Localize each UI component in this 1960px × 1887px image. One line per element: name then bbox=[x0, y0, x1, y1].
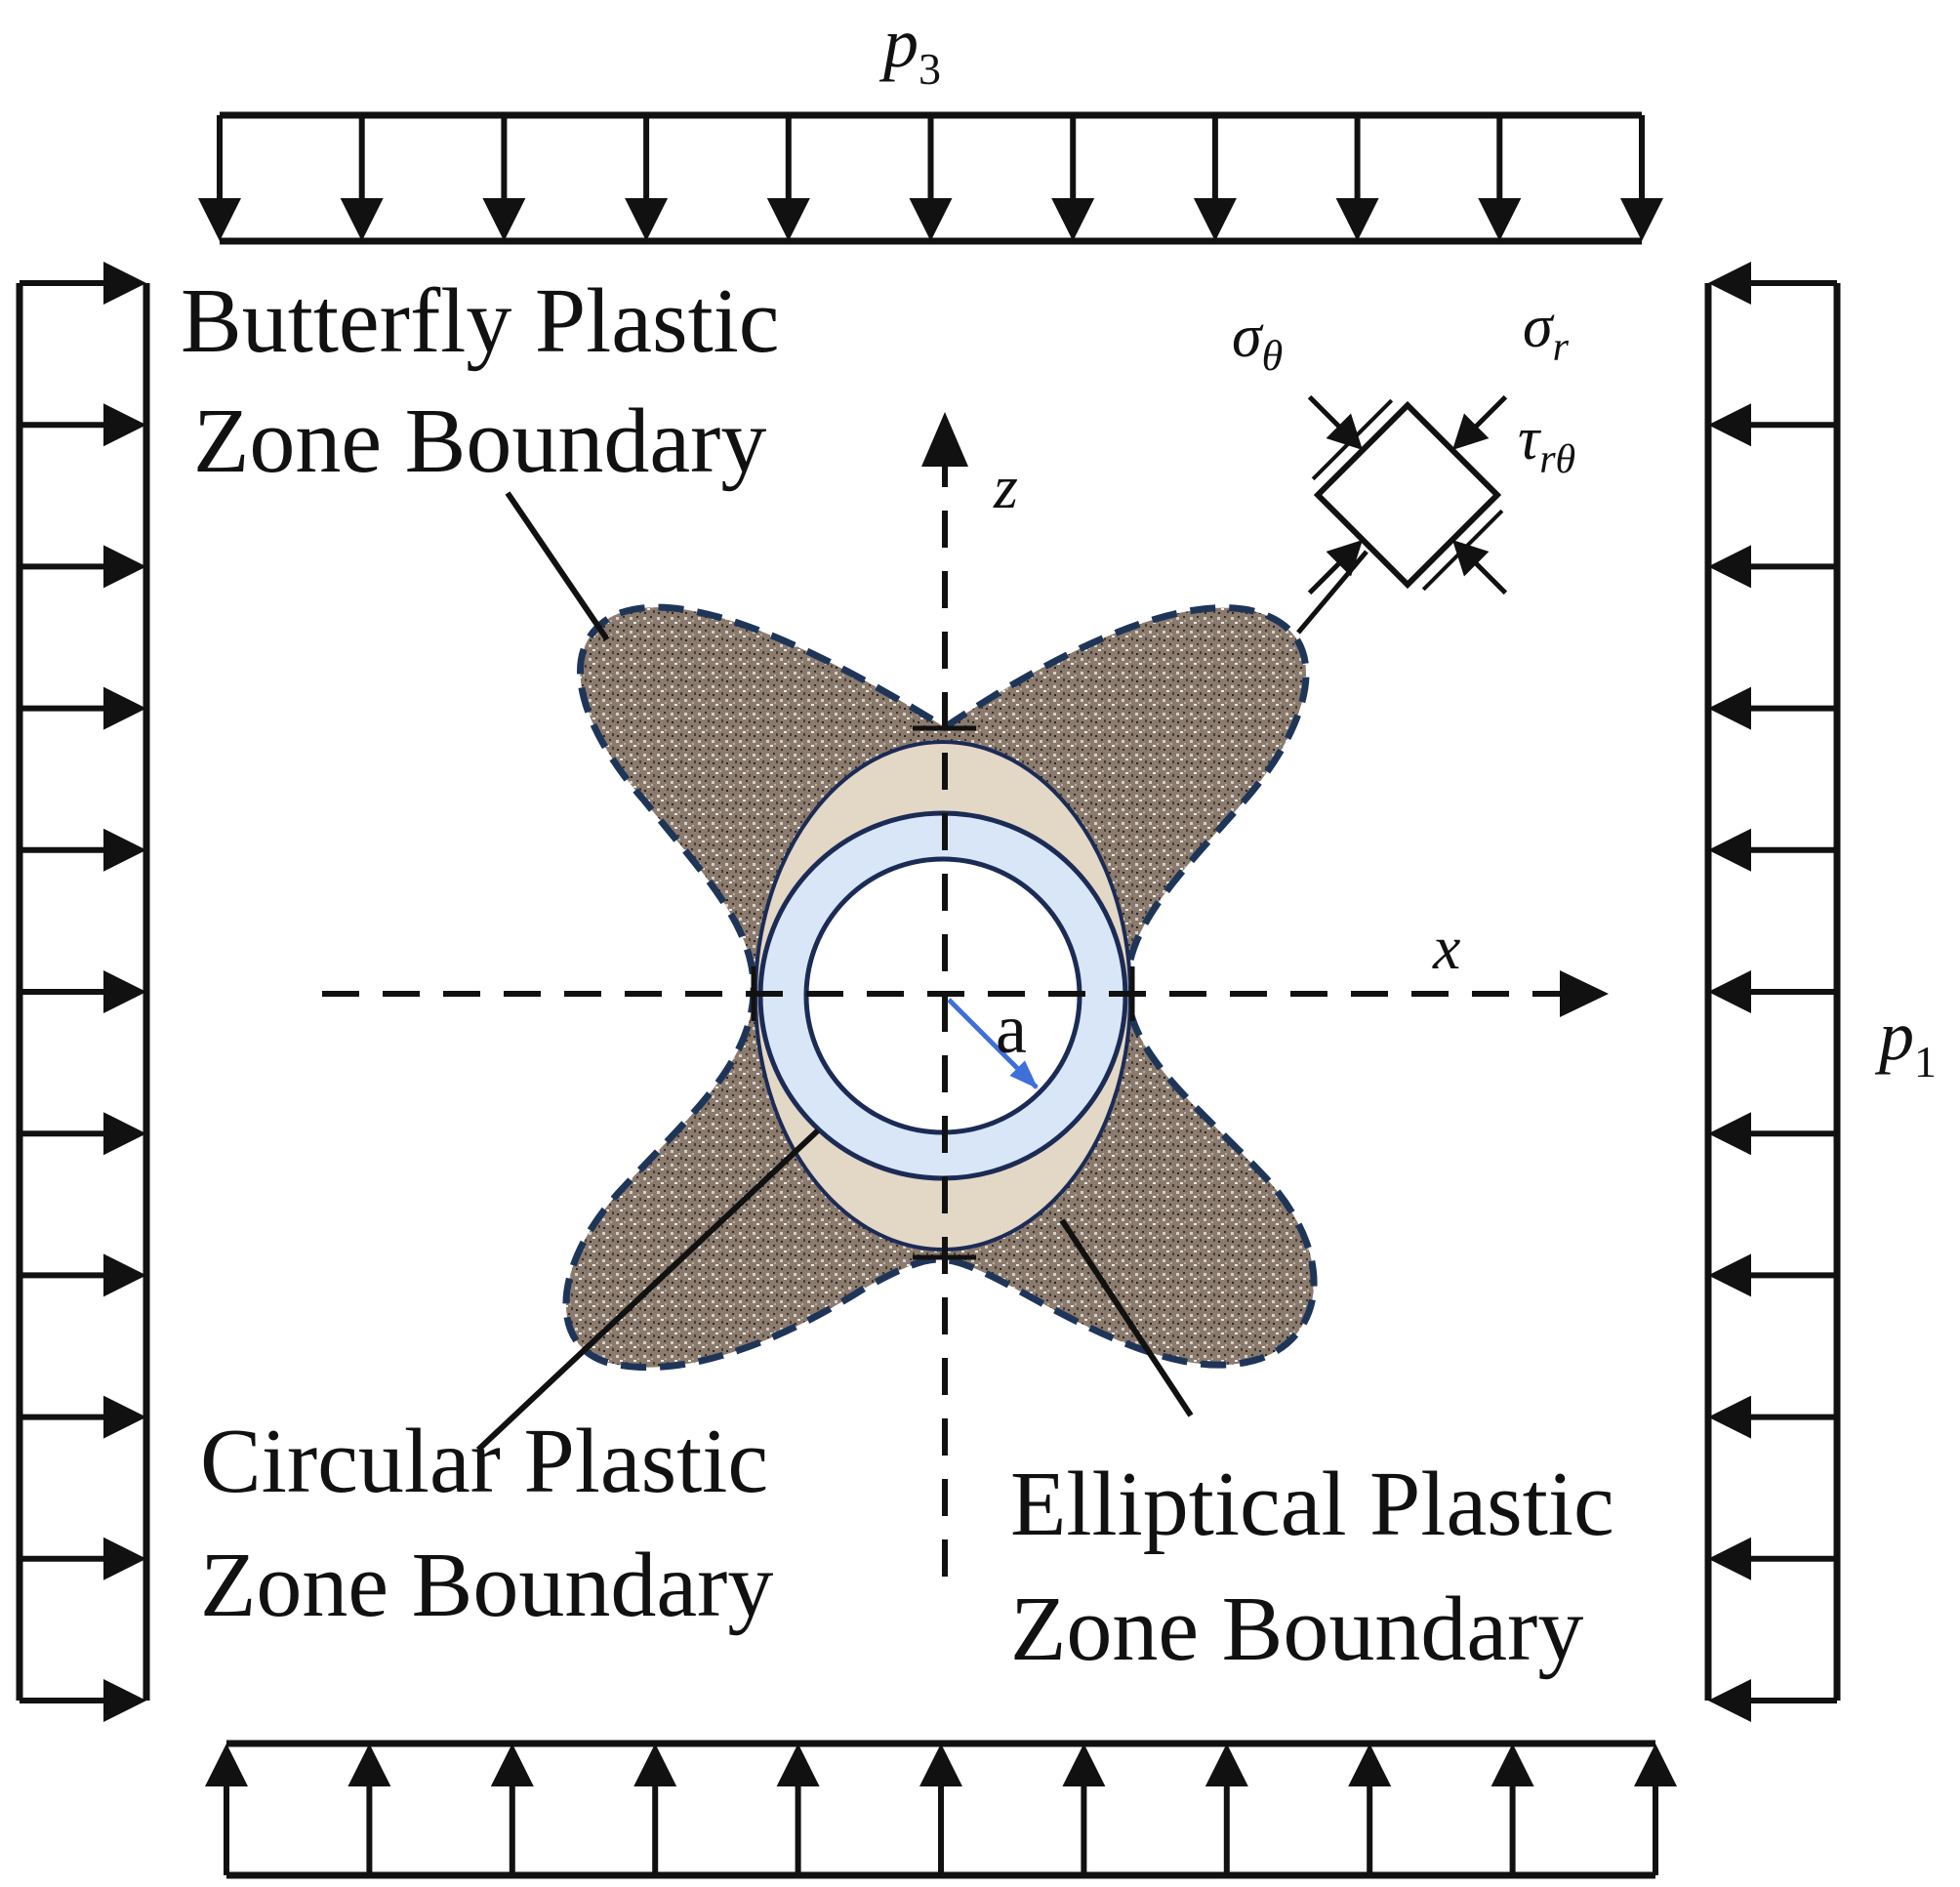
top-load-arrow bbox=[1620, 115, 1663, 241]
right-load-arrow bbox=[1708, 403, 1837, 447]
bottom-load-arrow bbox=[633, 1743, 677, 1875]
right-load-arrow bbox=[1708, 262, 1837, 305]
bottom-load-arrow bbox=[776, 1743, 820, 1875]
top-load-arrow bbox=[625, 115, 669, 241]
right-load-label: p1 bbox=[1874, 997, 1937, 1087]
sigma-r-label: σr bbox=[1523, 294, 1570, 370]
right-load-arrow bbox=[1708, 828, 1837, 872]
z-axis-label: z bbox=[993, 452, 1018, 521]
bottom-load-arrow bbox=[1205, 1743, 1248, 1875]
radius-arrow bbox=[947, 998, 1039, 1089]
circular-label: Circular Plastic Zone Boundary bbox=[200, 1411, 792, 1636]
left-load-arrow bbox=[20, 1112, 146, 1156]
boundary-ticks bbox=[751, 725, 1135, 1260]
x-axis-arrowhead bbox=[1560, 970, 1609, 1017]
sigma-theta-label: σθ bbox=[1232, 304, 1283, 380]
right-load-arrow bbox=[1708, 1112, 1837, 1156]
right-load-arrow bbox=[1708, 1253, 1837, 1297]
tau-label: τrθ bbox=[1518, 406, 1575, 482]
top-load-arrow bbox=[198, 115, 241, 241]
right-load-arrow bbox=[1708, 970, 1837, 1013]
bottom-load-arrow bbox=[1634, 1743, 1677, 1875]
bottom-load-arrow bbox=[1062, 1743, 1106, 1875]
leader-lines bbox=[475, 491, 1194, 1453]
bottom-load-arrow bbox=[919, 1743, 962, 1875]
left-load-arrow bbox=[20, 262, 146, 305]
left-load-arrow bbox=[20, 1395, 146, 1439]
elliptical-label: Elliptical Plastic Zone Boundary bbox=[1010, 1454, 1637, 1680]
bottom-load-arrow bbox=[347, 1743, 391, 1875]
right-load-arrows bbox=[1708, 262, 1837, 1722]
top-load-label: p3 bbox=[878, 4, 941, 94]
butterfly-label: Butterfly Plastic Zone Boundary bbox=[181, 270, 802, 492]
top-load-arrow bbox=[1193, 115, 1237, 241]
left-load-arrow bbox=[20, 686, 146, 730]
top-load-arrows bbox=[198, 115, 1663, 241]
left-load-arrow bbox=[20, 828, 146, 872]
left-load-arrows bbox=[20, 262, 146, 1722]
right-load-arrow bbox=[1708, 1395, 1837, 1439]
left-load-arrow bbox=[20, 403, 146, 447]
top-load-arrow bbox=[340, 115, 384, 241]
left-load-arrow bbox=[20, 545, 146, 589]
top-load-arrow bbox=[1478, 115, 1522, 241]
top-load-arrow bbox=[1051, 115, 1095, 241]
right-load-arrow bbox=[1708, 1679, 1837, 1722]
top-load-arrow bbox=[909, 115, 953, 241]
top-load-arrow bbox=[1335, 115, 1379, 241]
x-axis-label: x bbox=[1432, 913, 1460, 982]
bottom-load-arrows bbox=[205, 1743, 1677, 1875]
stress-element bbox=[1296, 394, 1508, 635]
bottom-load-arrow bbox=[1348, 1743, 1392, 1875]
bottom-load-arrow bbox=[205, 1743, 248, 1875]
left-load-arrow bbox=[20, 1537, 146, 1580]
bottom-load-arrow bbox=[1490, 1743, 1534, 1875]
right-load-arrow bbox=[1708, 1537, 1837, 1580]
top-load-arrow bbox=[766, 115, 810, 241]
right-load-arrow bbox=[1708, 545, 1837, 589]
z-axis-arrowhead bbox=[921, 412, 968, 467]
bottom-load-arrow bbox=[490, 1743, 534, 1875]
left-load-arrow bbox=[20, 970, 146, 1013]
right-load-arrow bbox=[1708, 686, 1837, 730]
radius-label: a bbox=[996, 990, 1027, 1068]
left-load-arrow bbox=[20, 1679, 146, 1722]
left-load-arrow bbox=[20, 1253, 146, 1297]
top-load-arrow bbox=[482, 115, 526, 241]
